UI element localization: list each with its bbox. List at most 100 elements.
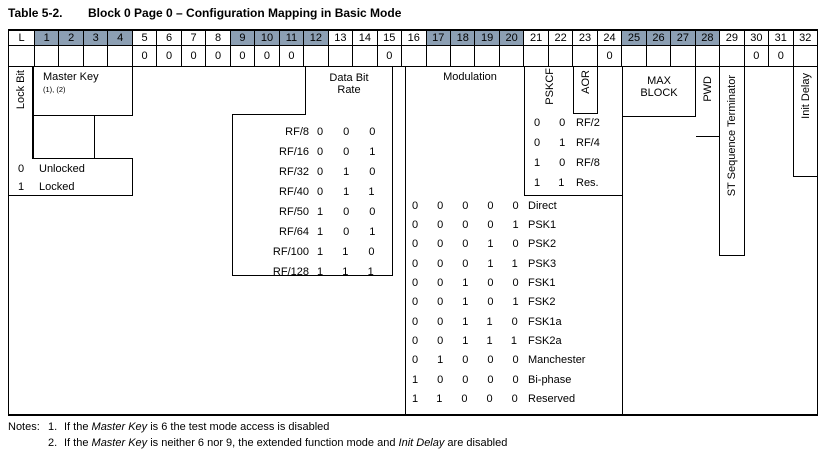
rate-bits: 100 bbox=[317, 206, 396, 218]
bit-value bbox=[82, 46, 107, 66]
bit-value bbox=[523, 46, 547, 66]
col-header: 1 bbox=[34, 31, 59, 45]
bit-number-row: L 1 2 3 4 5 6 7 8 9 10 11 12 13 14 15 16… bbox=[8, 29, 818, 46]
mod-bits: 00100 bbox=[412, 277, 538, 289]
col-header: 16 bbox=[401, 31, 425, 45]
bit-value bbox=[719, 46, 743, 66]
mapping-diagram: Lock Bit Master Key (1), (2) 0 Unlocked … bbox=[8, 66, 818, 416]
rate-label: RF/40 bbox=[279, 186, 309, 198]
master-key-label: Master Key bbox=[43, 71, 99, 83]
pskcf-bits: 01 bbox=[534, 137, 585, 149]
lock-decode-topline bbox=[32, 158, 133, 159]
note-seg: If the bbox=[64, 437, 92, 449]
col-header: 24 bbox=[596, 31, 621, 45]
table-number: Table 5-2. bbox=[8, 6, 63, 20]
lock-row: 0 Unlocked bbox=[9, 162, 133, 177]
mod-bits: 00110 bbox=[412, 316, 537, 328]
lock-row: 1 Locked bbox=[9, 180, 133, 195]
mod-bits: 00111 bbox=[412, 335, 536, 347]
pskcf-bits: 00 bbox=[534, 117, 585, 129]
bit-value: 0 bbox=[254, 46, 278, 66]
bit-value-row: 0 0 0 0 0 0 0 0 0 0 0 bbox=[8, 45, 818, 67]
col-header: 3 bbox=[82, 31, 108, 45]
col-header: 7 bbox=[180, 31, 205, 45]
col-header: 12 bbox=[303, 31, 328, 45]
mod-label: FSK2a bbox=[528, 335, 562, 347]
col-header: 10 bbox=[254, 31, 279, 45]
mod-label: Reserved bbox=[528, 393, 576, 405]
lock-bit-meaning: Locked bbox=[39, 181, 75, 193]
col-header: 21 bbox=[523, 31, 547, 45]
master-key-box: Master Key (1), (2) bbox=[33, 66, 133, 116]
bit-value bbox=[694, 46, 719, 66]
pskcf-value: RF/4 bbox=[576, 137, 600, 149]
rate-bits: 001 bbox=[317, 146, 396, 158]
pskcf-label: PSKCF bbox=[544, 68, 556, 105]
bit-value bbox=[303, 46, 327, 66]
rate-bits: 110 bbox=[317, 246, 395, 258]
lock-bit-label: Lock Bit bbox=[14, 70, 27, 110]
note-line: Notes: 1. If the Master Key is 6 the tes… bbox=[0, 419, 827, 435]
bit-value bbox=[572, 46, 596, 66]
col-header: 17 bbox=[425, 31, 450, 45]
st-terminator-label: ST Sequence Terminator bbox=[726, 75, 738, 197]
mod-label: Direct bbox=[528, 200, 557, 212]
mod-bits: 01000 bbox=[412, 354, 538, 366]
mod-label: PSK1 bbox=[528, 219, 557, 231]
note-line: 2. If the Master Key is neither 6 nor 9,… bbox=[0, 435, 827, 451]
mod-label: FSK2 bbox=[528, 296, 556, 308]
mod-label: PSK2 bbox=[528, 238, 557, 250]
col-header: 9 bbox=[229, 31, 255, 45]
mod-label: FSK1 bbox=[528, 277, 556, 289]
col-header: 23 bbox=[572, 31, 596, 45]
rate-label: RF/16 bbox=[279, 146, 309, 158]
pskcf-bits: 10 bbox=[534, 157, 585, 169]
bit-value bbox=[547, 46, 572, 66]
col-header: 22 bbox=[547, 31, 572, 45]
mod-label: Manchester bbox=[528, 354, 586, 366]
rate-bits: 101 bbox=[317, 226, 396, 238]
rate-bits: 010 bbox=[317, 166, 396, 178]
lock-bit-meaning: Unlocked bbox=[39, 163, 85, 175]
bit-value: 0 bbox=[743, 46, 768, 66]
bit-value: 0 bbox=[596, 46, 621, 66]
aor-box: AOR bbox=[573, 66, 598, 114]
col-header: 11 bbox=[278, 31, 304, 45]
pskcf-value: RF/8 bbox=[576, 157, 600, 169]
col-header-L: L bbox=[18, 32, 25, 44]
pskcf-bits: 11 bbox=[534, 177, 584, 189]
col-header: 29 bbox=[719, 31, 743, 45]
bit-value bbox=[352, 46, 376, 66]
note-seg: If the bbox=[64, 421, 92, 433]
col-header: 28 bbox=[694, 31, 720, 45]
pwd-label: PWD bbox=[701, 76, 714, 102]
bit-value bbox=[9, 46, 34, 66]
col-header: 25 bbox=[621, 31, 646, 45]
col-header: 2 bbox=[58, 31, 83, 45]
bit-value bbox=[34, 46, 58, 66]
bit-value bbox=[449, 46, 474, 66]
col-header: 27 bbox=[670, 31, 695, 45]
note-italic: Init Delay bbox=[398, 437, 445, 449]
bit-value: 0 bbox=[180, 46, 205, 66]
bit-value bbox=[670, 46, 694, 66]
table-caption: Block 0 Page 0 – Configuration Mapping i… bbox=[88, 6, 402, 20]
